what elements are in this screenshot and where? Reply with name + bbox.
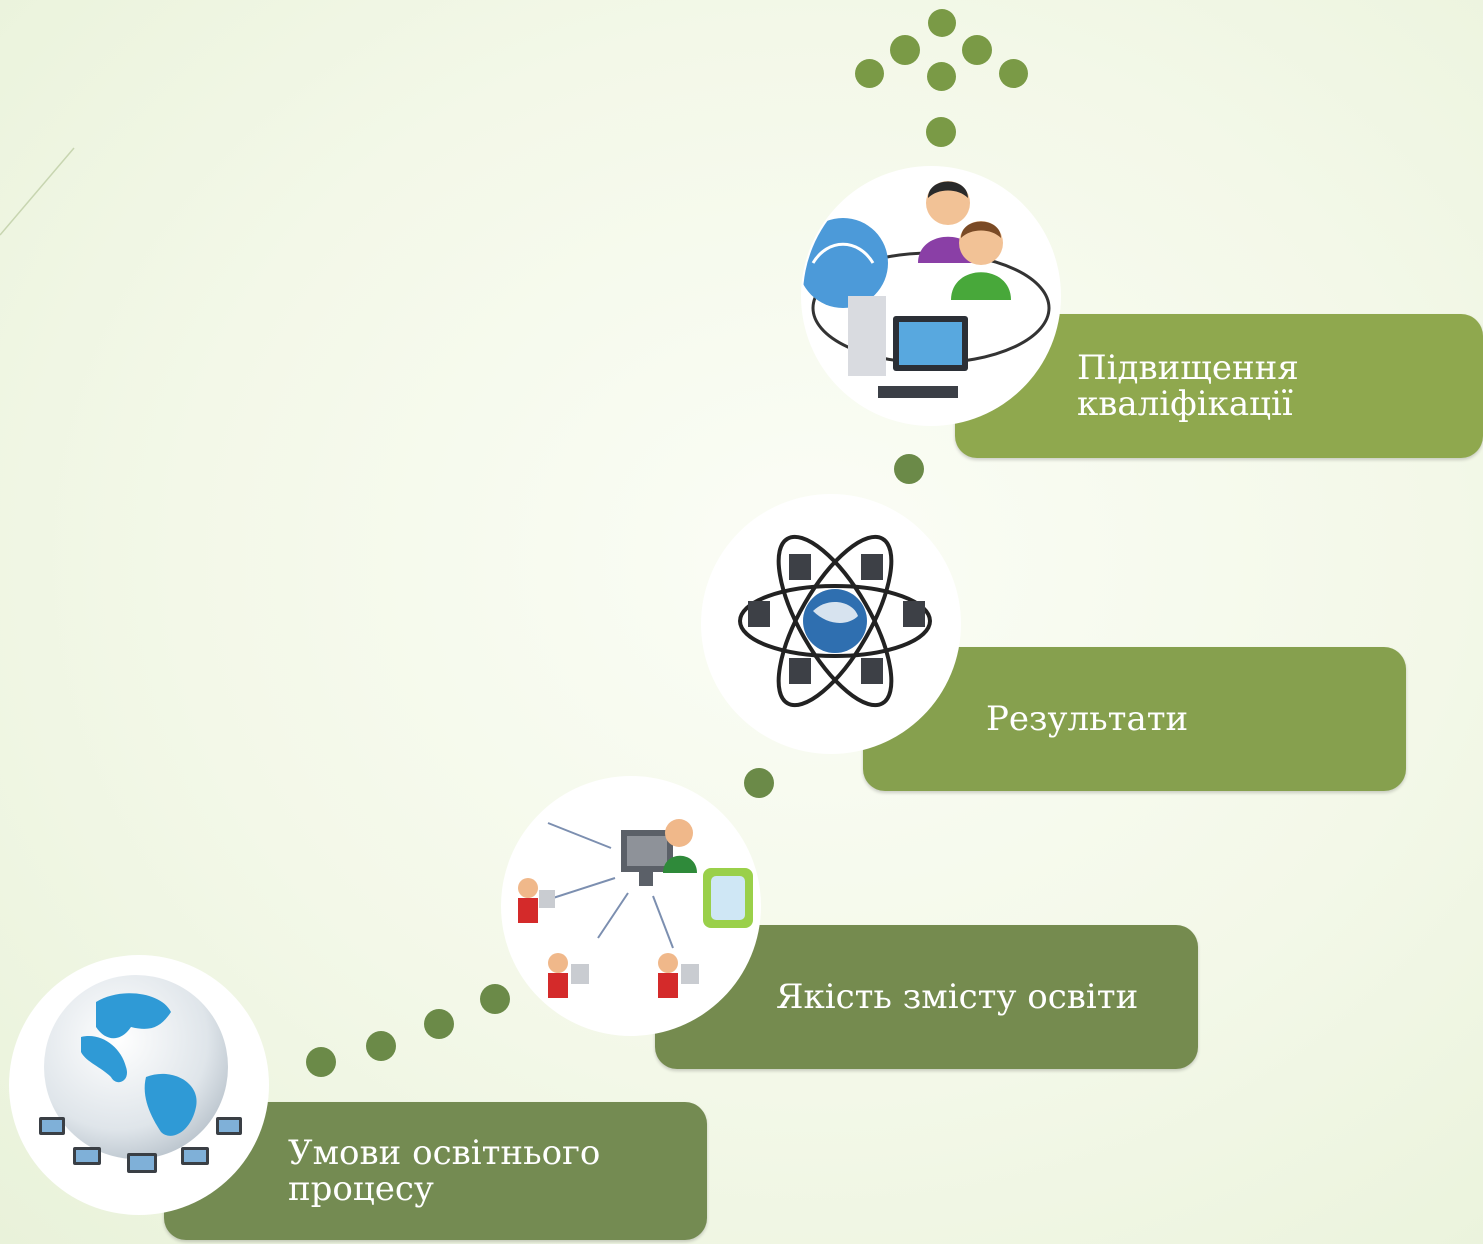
step-label-results: Результати (986, 699, 1189, 739)
step-label-content-quality: Якість змісту освіти (776, 977, 1139, 1017)
step-label-conditions: Умови освітнього процесу (288, 1133, 601, 1209)
connector-dot (744, 768, 774, 798)
decorative-line (0, 147, 75, 236)
globe-laptops-icon (11, 957, 267, 1213)
step-box-results: Результати (863, 647, 1406, 791)
connector-dot (480, 984, 510, 1014)
connector-dot (424, 1009, 454, 1039)
arrow-dot (999, 59, 1028, 88)
step-label-qualification: Підвищення кваліфікації (1077, 348, 1299, 424)
arrow-dot (927, 62, 956, 91)
network-users-icon (503, 778, 759, 1034)
connector-dot (366, 1031, 396, 1061)
connector-dot (306, 1047, 336, 1077)
arrow-dot (926, 117, 956, 147)
arrow-dot (928, 9, 956, 37)
connector-dot (894, 454, 924, 484)
arrow-dot (962, 35, 992, 65)
arrow-dot (890, 35, 920, 65)
people-computer-network-icon (803, 168, 1059, 424)
arrow-dot (855, 59, 884, 88)
computer-network-globe-icon (703, 496, 959, 752)
